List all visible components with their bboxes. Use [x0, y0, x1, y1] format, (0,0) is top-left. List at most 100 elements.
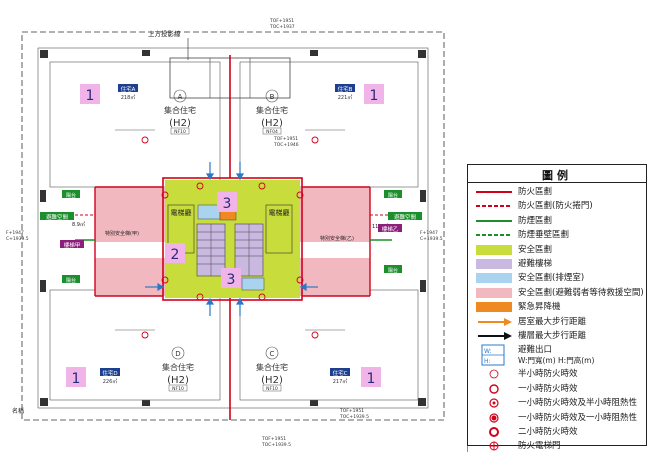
svg-text:C: C [270, 350, 275, 358]
zone-3-top-number: 3 [223, 196, 232, 212]
stair-swatch [476, 259, 512, 269]
level-right-2: C+1939.5 [420, 236, 443, 242]
refuge-band-right-lower [300, 258, 370, 296]
one-hour-one-circle-icon [489, 412, 499, 423]
level-left-2: C+1939.5 [6, 236, 29, 242]
level-mid-2: TOC+1946 [273, 142, 299, 148]
zone-3-top-box [217, 192, 237, 212]
unit-b-number: 1 [370, 88, 379, 104]
legend-item-emergency-elevator: 緊急昇降機 [468, 300, 646, 315]
legend-item-one-hour-one-insulation: 一小時防火時效及一小時阻熱性 [468, 411, 646, 426]
level-top-1: TOF+1951 [269, 18, 294, 24]
balcony-tag-left-lower: 陽台 [66, 277, 76, 284]
zone-2-number: 2 [171, 247, 180, 263]
unit-b-info: 住宅B 221㎡ B 集合住宅 (H2) NF04 [256, 84, 355, 135]
unit-a-number: 1 [86, 88, 95, 104]
legend-item-fire-line: 防火區劃 [468, 185, 646, 200]
unit-d-number: 1 [72, 371, 81, 387]
projection-outline [21, 31, 445, 421]
legend-item-half-hour: 半小時防火時效 [468, 367, 646, 382]
balcony-tag-right: 陽台 [388, 192, 398, 199]
smoke-curtain-icon [476, 234, 512, 237]
fire-line-icon [476, 191, 512, 193]
emergency-elevator-swatch [476, 302, 512, 313]
unit-c-number: 1 [367, 371, 376, 387]
legend-item-exit: W: H: 避難出口 W:門寬(m) H:門高(m) [468, 343, 646, 369]
stair-left-label: 特別安全梯(甲) [105, 230, 139, 237]
svg-text:H:: H: [484, 358, 491, 365]
svg-text:A: A [178, 93, 183, 101]
two-hour-circle-icon [489, 427, 499, 437]
black-arrow-icon [478, 332, 512, 340]
stair-b-tag: 樓梯乙 [382, 225, 399, 233]
orange-arrow-icon [478, 317, 512, 326]
legend-item-safety-zone: 安全區劃 [468, 243, 646, 258]
refuge-tag-right: 避難空間 [394, 213, 417, 221]
legend-item-refuge: 安全區劃(避難弱者等待救援空間) [468, 286, 646, 301]
refuge-band-right [300, 187, 370, 242]
legend-item-smoke-line: 防煙區劃 [468, 214, 646, 229]
stair-a-tag: 樓梯甲 [64, 241, 81, 249]
svg-text:NF10: NF10 [172, 386, 184, 392]
unit-a-number-box [80, 84, 100, 104]
legend-item-room-travel: 居室最大步行距離 [468, 315, 646, 330]
half-hour-circle-icon [489, 369, 499, 379]
legend-item-one-hour-half-insulation: 一小時防火時效及半小時阻熱性 [468, 396, 646, 411]
svg-text:集合住宅: 集合住宅 [164, 105, 196, 115]
legend-item-two-hour: 二小時防火時效 [468, 425, 646, 440]
svg-text:住宅B: 住宅B [338, 85, 353, 93]
balcony-tag-left: 陽台 [66, 192, 76, 199]
level-top-2: TOC+1937 [269, 24, 295, 30]
structural-columns [40, 50, 426, 406]
svg-text:(H2): (H2) [261, 118, 283, 129]
balcony-tag-right-lower: 陽台 [388, 267, 398, 274]
stair-right-label: 特別安全梯(乙) [320, 235, 354, 242]
unit-c-number-box [361, 367, 381, 387]
unit-d-number-box [66, 367, 86, 387]
smoke-room-top [197, 204, 221, 220]
legend-item-smoke-curtain: 防煙垂壁區劃 [468, 228, 646, 243]
svg-text:集合住宅: 集合住宅 [256, 362, 288, 372]
unit-b-number-box [364, 84, 384, 104]
zone-3-bottom-box [221, 268, 241, 288]
refuge-tag-left: 避難空間 [46, 213, 69, 221]
legend-item-smoke-room: 安全區劃(排煙室) [468, 271, 646, 286]
svg-text:(H2): (H2) [167, 375, 189, 386]
level-bottom-2: TOC+1939.5 [339, 414, 369, 420]
refuge-swatch [476, 287, 512, 298]
refuge-band-left-lower [95, 258, 165, 296]
svg-text:217㎡: 217㎡ [333, 378, 348, 385]
unit-a-info: 住宅A 218㎡ A 集合住宅 (H2) NF10 [118, 84, 196, 135]
top-projection-label: 上方投影線 [148, 29, 181, 38]
svg-text:住宅A: 住宅A [121, 85, 136, 93]
smoke-room-swatch [476, 273, 512, 284]
slab-outline [37, 47, 429, 409]
smoke-room-bottom [241, 277, 265, 291]
svg-text:B: B [270, 93, 275, 101]
legend-title: 圖例 [542, 169, 572, 182]
elevator-shaft-right [265, 204, 293, 254]
svg-text:NF04: NF04 [266, 129, 278, 135]
level-bottom-center-1: TOF+1951 [261, 436, 286, 442]
elevator-hall-left: 電梯廳 [171, 208, 192, 217]
svg-text:集合住宅: 集合住宅 [256, 105, 288, 115]
level-bottom-center-2: TOC+1939.5 [261, 442, 291, 448]
legend-item-one-hour: 一小時防火時效 [468, 382, 646, 397]
level-bottom-1: TOF+1951 [339, 408, 364, 414]
one-hour-half-circle-icon [489, 398, 499, 408]
level-left-1: F+1947 [6, 230, 24, 236]
unit-d-info: 住宅D 226㎡ D 集合住宅 (H2) NF10 [100, 346, 194, 392]
legend-title-divider [468, 182, 646, 183]
travel-distance-arrows [145, 162, 318, 316]
exit-box-icon: W: H: [481, 344, 505, 366]
stair-left-area: 8.9㎡ [72, 221, 85, 228]
svg-text:NF10: NF10 [174, 129, 186, 135]
fire-rated-door-markers [141, 136, 319, 339]
smoke-line-icon [476, 219, 512, 222]
unit-c-info: 住宅C 217㎡ C 集合住宅 (H2) NF10 [256, 346, 350, 392]
svg-text:(H2): (H2) [261, 375, 283, 386]
core-fire-boundary [162, 177, 303, 301]
zone-2-box [165, 243, 185, 263]
svg-text:221㎡: 221㎡ [338, 94, 353, 101]
svg-text:218㎡: 218㎡ [121, 94, 136, 101]
